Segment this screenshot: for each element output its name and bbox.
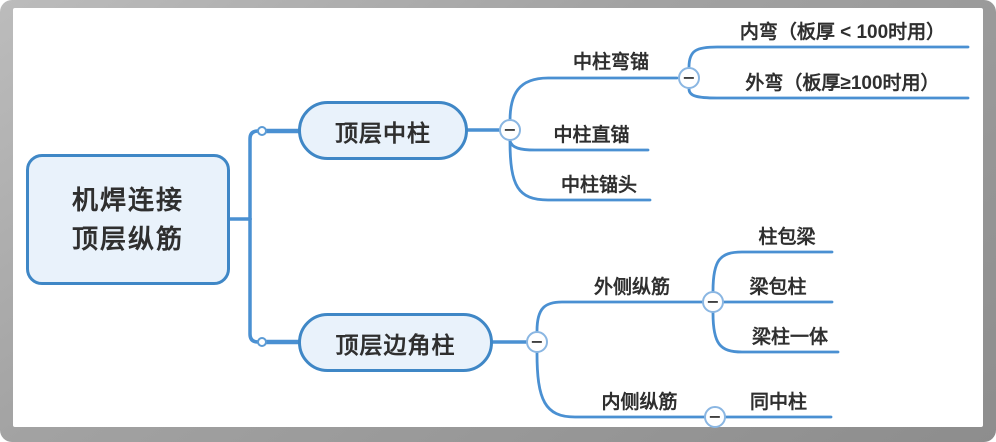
topic-column-wraps-beam[interactable]: 柱包梁	[758, 227, 816, 248]
node-top-center-column-label: 顶层中柱	[335, 119, 431, 146]
node-top-edge-corner-column[interactable]: 顶层边角柱	[298, 313, 493, 372]
topic-center-column-straight-anchor[interactable]: 中柱直锚	[553, 125, 630, 146]
topic-inner-longitudinal-bars[interactable]: 内侧纵筋	[601, 392, 678, 413]
topic-outer-bend[interactable]: 外弯（板厚≥100时用）	[745, 73, 940, 94]
minus-icon: −	[530, 332, 544, 351]
node-top-center-column[interactable]: 顶层中柱	[298, 101, 468, 160]
collapse-toggle-outer-bars[interactable]: −	[702, 291, 724, 313]
topic-beam-column-integrated[interactable]: 梁柱一体	[751, 327, 828, 348]
root-node[interactable]: 机焊连接 顶层纵筋	[26, 154, 230, 285]
topic-beam-wraps-column[interactable]: 梁包柱	[749, 277, 807, 298]
branch-joint-dot	[257, 126, 267, 136]
topic-center-column-bend-anchor[interactable]: 中柱弯锚	[572, 52, 649, 73]
branch-joint-dot	[257, 337, 267, 347]
root-node-label-line1: 机焊连接	[71, 184, 184, 215]
minus-icon: −	[708, 407, 722, 426]
topic-center-column-anchor-head[interactable]: 中柱锚头	[560, 175, 637, 196]
minus-icon: −	[503, 120, 517, 139]
connector-paths	[228, 45, 970, 419]
minus-icon: −	[682, 68, 696, 87]
collapse-toggle-inner-bars[interactable]: −	[704, 406, 726, 428]
collapse-toggle-top-center-column[interactable]: −	[499, 119, 521, 141]
topic-inner-bend[interactable]: 内弯（板厚 < 100时用）	[739, 22, 946, 43]
root-node-label-line2: 顶层纵筋	[71, 223, 184, 254]
node-top-edge-corner-column-label: 顶层边角柱	[335, 331, 456, 358]
minus-icon: −	[706, 292, 720, 311]
topic-same-as-center-column[interactable]: 同中柱	[749, 392, 807, 413]
collapse-toggle-edge-corner-column[interactable]: −	[526, 331, 548, 353]
topic-outer-longitudinal-bars[interactable]: 外侧纵筋	[593, 277, 670, 298]
collapse-toggle-bend-anchor[interactable]: −	[678, 67, 700, 89]
